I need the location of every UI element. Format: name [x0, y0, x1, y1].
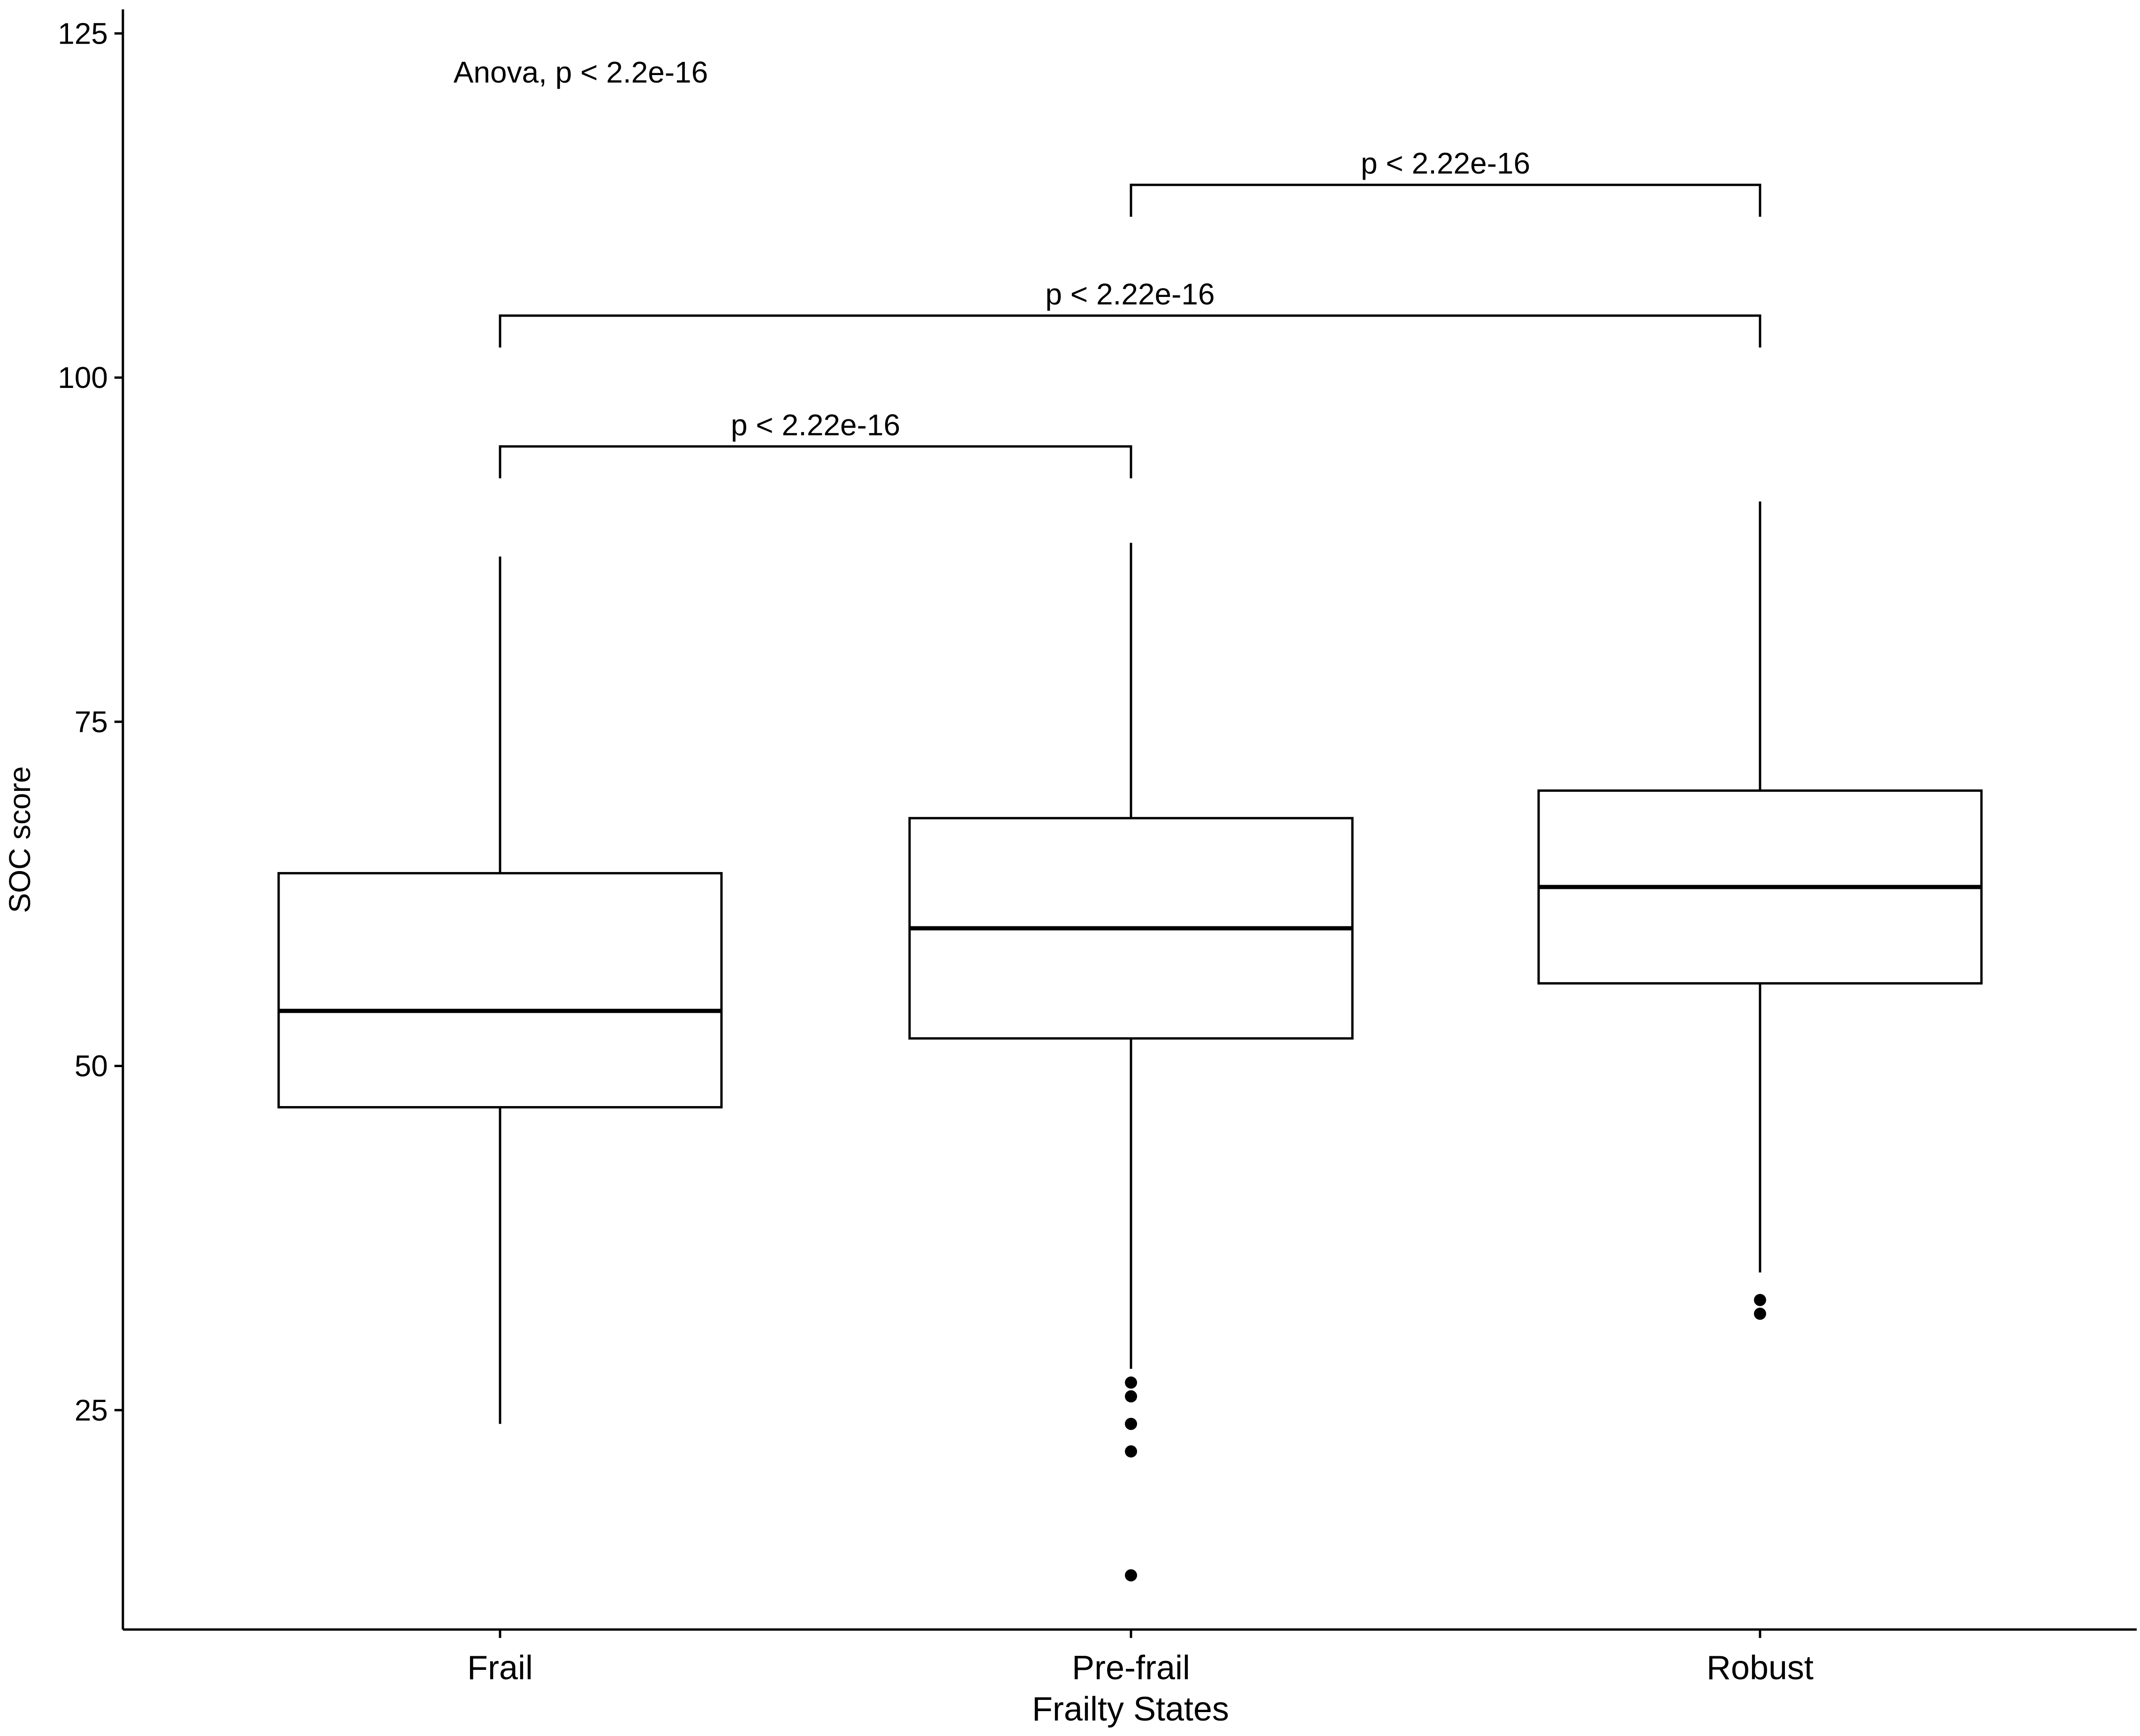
outlier-pre-frail-0 — [1125, 1376, 1137, 1389]
outlier-pre-frail-2 — [1125, 1418, 1137, 1430]
global-test-label: Anova, p < 2.2e-16 — [454, 55, 708, 89]
y-tick-label-50: 50 — [75, 1049, 108, 1083]
comparison-label-2: p < 2.22e-16 — [731, 408, 900, 442]
y-tick-label-75: 75 — [75, 705, 108, 739]
y-tick-label-100: 100 — [58, 361, 108, 394]
outlier-pre-frail-1 — [1125, 1390, 1137, 1402]
x-tick-label-pre-frail: Pre-frail — [1072, 1649, 1190, 1687]
comparison-label-1: p < 2.22e-16 — [1045, 277, 1214, 311]
comparison-bracket-0 — [1130, 183, 1761, 217]
x-tick-label-frail: Frail — [467, 1649, 533, 1687]
y-tick-label-125: 125 — [58, 16, 108, 50]
y-tick-label-25: 25 — [75, 1393, 108, 1427]
y-axis-title: SOC score — [3, 766, 37, 913]
annotations-layer: p < 2.22e-16 p < 2.22e-16 p < 2.22e-16 — [499, 146, 1761, 478]
boxes-layer — [277, 501, 1983, 1582]
x-axis-title: Frailty States — [1032, 1691, 1229, 1728]
outlier-robust-0 — [1754, 1294, 1766, 1306]
box-frail — [277, 872, 723, 1109]
comparison-bracket-2 — [499, 445, 1132, 478]
comparison-bracket-1 — [499, 314, 1761, 348]
outlier-robust-1 — [1754, 1307, 1766, 1320]
outlier-pre-frail-4 — [1125, 1569, 1137, 1582]
comparison-label-0: p < 2.22e-16 — [1361, 146, 1530, 180]
outlier-pre-frail-3 — [1125, 1445, 1137, 1458]
x-tick-label-robust: Robust — [1707, 1649, 1814, 1687]
